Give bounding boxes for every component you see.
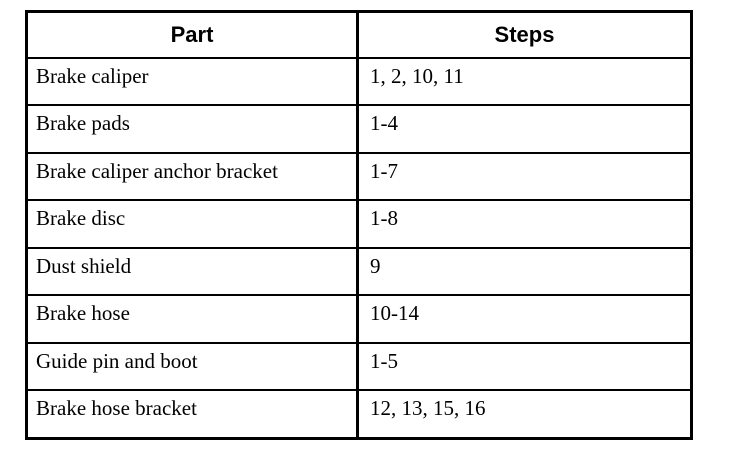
column-header-steps: Steps bbox=[357, 11, 692, 59]
cell-steps: 9 bbox=[357, 246, 692, 296]
cell-steps: 1-7 bbox=[357, 151, 692, 201]
cell-steps: 12, 13, 15, 16 bbox=[357, 389, 692, 439]
cell-steps: 1-8 bbox=[357, 199, 692, 248]
cell-part: Brake disc bbox=[26, 199, 359, 248]
cell-part: Brake caliper anchor bracket bbox=[26, 151, 359, 201]
cell-part: Brake caliper bbox=[26, 58, 359, 106]
cell-steps: 1-4 bbox=[357, 104, 692, 153]
table-header-row: Part Steps bbox=[26, 11, 692, 59]
cell-steps: 10-14 bbox=[357, 294, 692, 343]
cell-part: Brake pads bbox=[26, 104, 359, 153]
cell-part: Dust shield bbox=[26, 246, 359, 296]
cell-steps: 1, 2, 10, 11 bbox=[370, 64, 464, 88]
table-header: Part Steps bbox=[26, 11, 692, 59]
cell-part: Guide pin and boot bbox=[26, 341, 359, 391]
cell-part: Brake hose bbox=[26, 294, 359, 343]
table-row: Brake caliper 1, 2, 10, 11 bbox=[26, 58, 692, 106]
cell-part: Brake hose bracket bbox=[26, 389, 359, 439]
column-header-part: Part bbox=[26, 11, 359, 59]
cell-steps: 1-5 bbox=[357, 341, 692, 391]
